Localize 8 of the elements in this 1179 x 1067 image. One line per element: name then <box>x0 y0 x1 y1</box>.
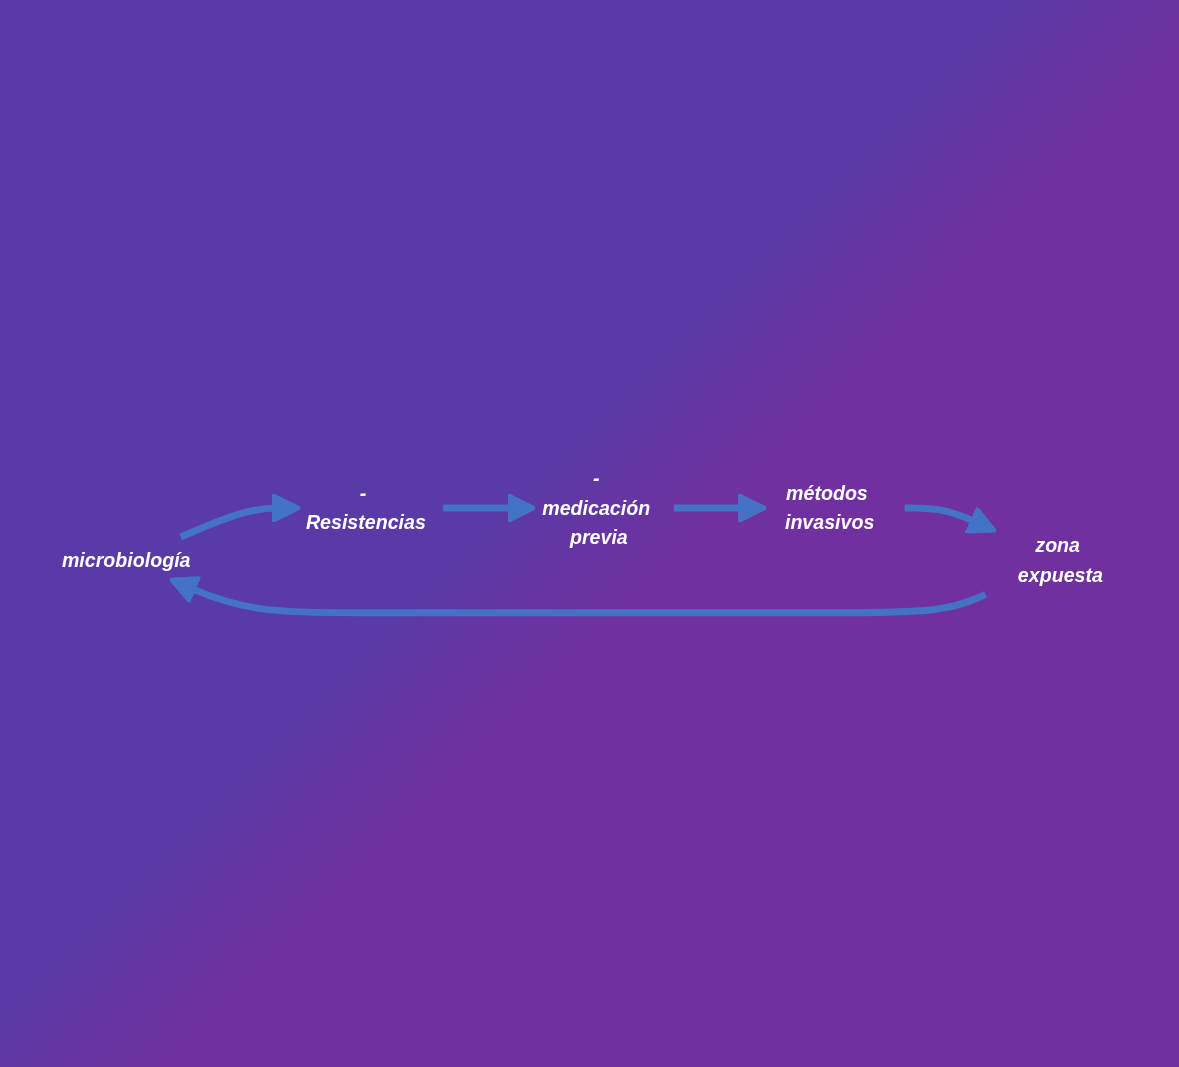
arrow <box>178 492 301 540</box>
arrow <box>168 575 987 616</box>
node-text: - medicación previa <box>541 466 650 548</box>
node-text: microbiología <box>61 548 191 571</box>
node-text: - Resistencias <box>305 481 426 533</box>
arrow <box>442 492 537 523</box>
node-text: métodos invasivos <box>784 481 874 533</box>
node-text: zona expuesta <box>1017 533 1103 586</box>
